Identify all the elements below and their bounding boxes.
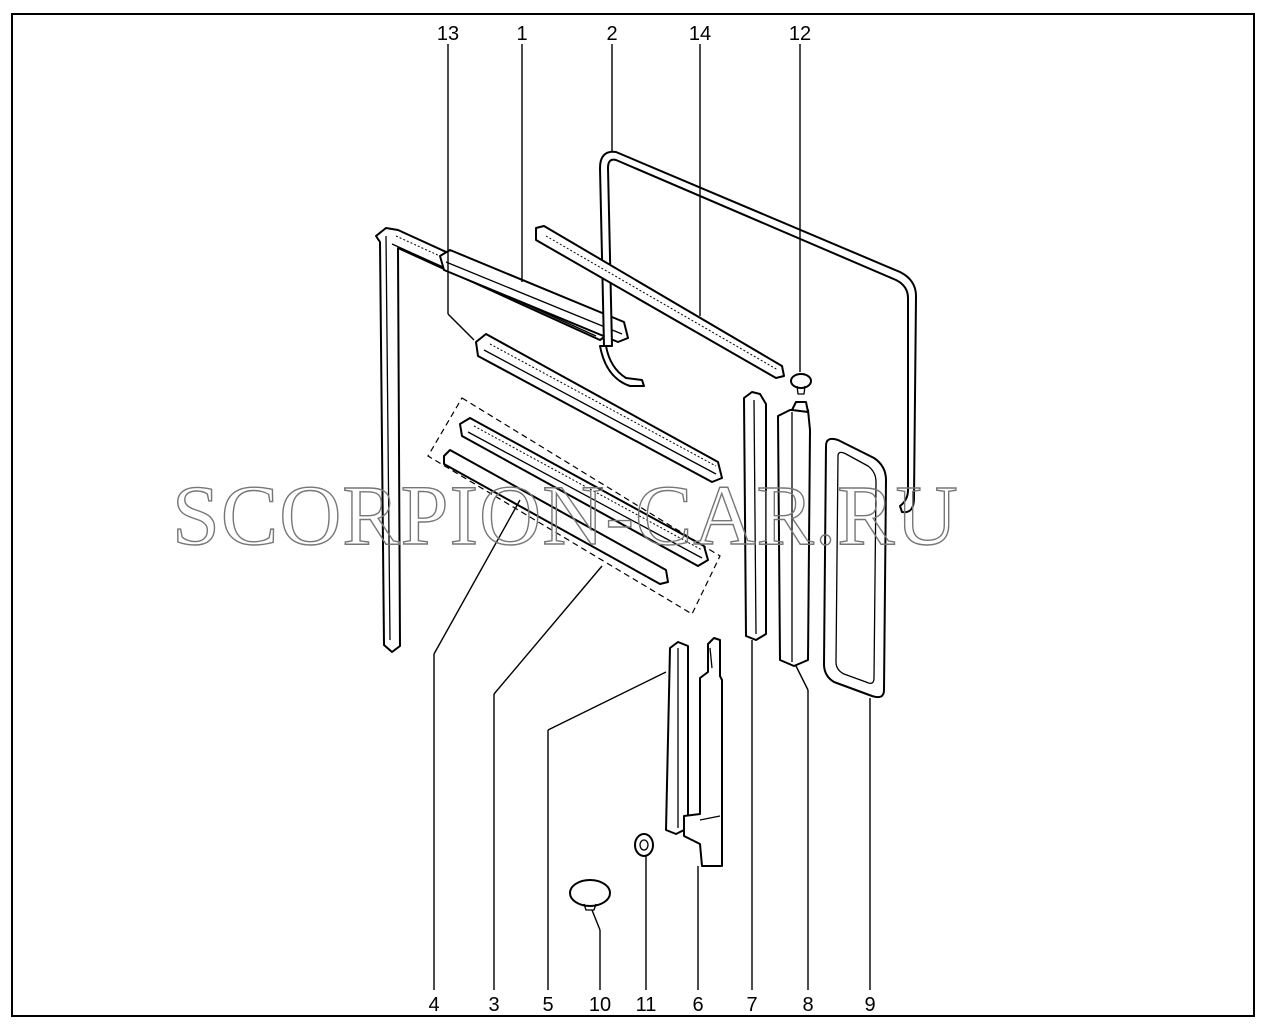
part-13-inner-strip (475, 333, 723, 483)
callout-6: 6 (692, 994, 703, 1016)
part-14-strip (535, 225, 785, 379)
callout-11: 11 (636, 994, 657, 1016)
part-5-rear-channel (665, 641, 689, 835)
part-11-grommet (634, 833, 654, 857)
callout-3: 3 (488, 994, 499, 1016)
callout-1: 1 (516, 23, 527, 45)
callout-10: 10 (589, 994, 611, 1016)
part-12-clip (790, 373, 812, 395)
diagram-border (11, 13, 1255, 1017)
part-7-vertical-seal (743, 391, 767, 641)
callout-7: 7 (746, 994, 757, 1016)
callout-12: 12 (789, 23, 811, 45)
part-1-outer-weatherstrip (439, 249, 629, 343)
callout-14: 14 (689, 23, 711, 45)
callout-2: 2 (606, 23, 617, 45)
callout-5: 5 (542, 994, 553, 1016)
leader-lines (433, 44, 871, 990)
part-9-quarter-window-frame (823, 437, 887, 699)
callout-13: 13 (437, 23, 459, 45)
part-10-plug (569, 879, 611, 911)
callout-labels: 13 1 2 14 12 4 3 5 10 11 6 7 8 9 (428, 23, 875, 1016)
watermark-text: SCORPION-CAR.RU (172, 467, 959, 563)
part-6-bracket (683, 637, 723, 867)
callout-4: 4 (428, 994, 439, 1016)
part-8-vertical-channel (777, 401, 811, 667)
callout-8: 8 (802, 994, 813, 1016)
part-3-group (427, 397, 721, 615)
callout-9: 9 (864, 994, 875, 1016)
part-2-glass-seal (599, 150, 917, 514)
